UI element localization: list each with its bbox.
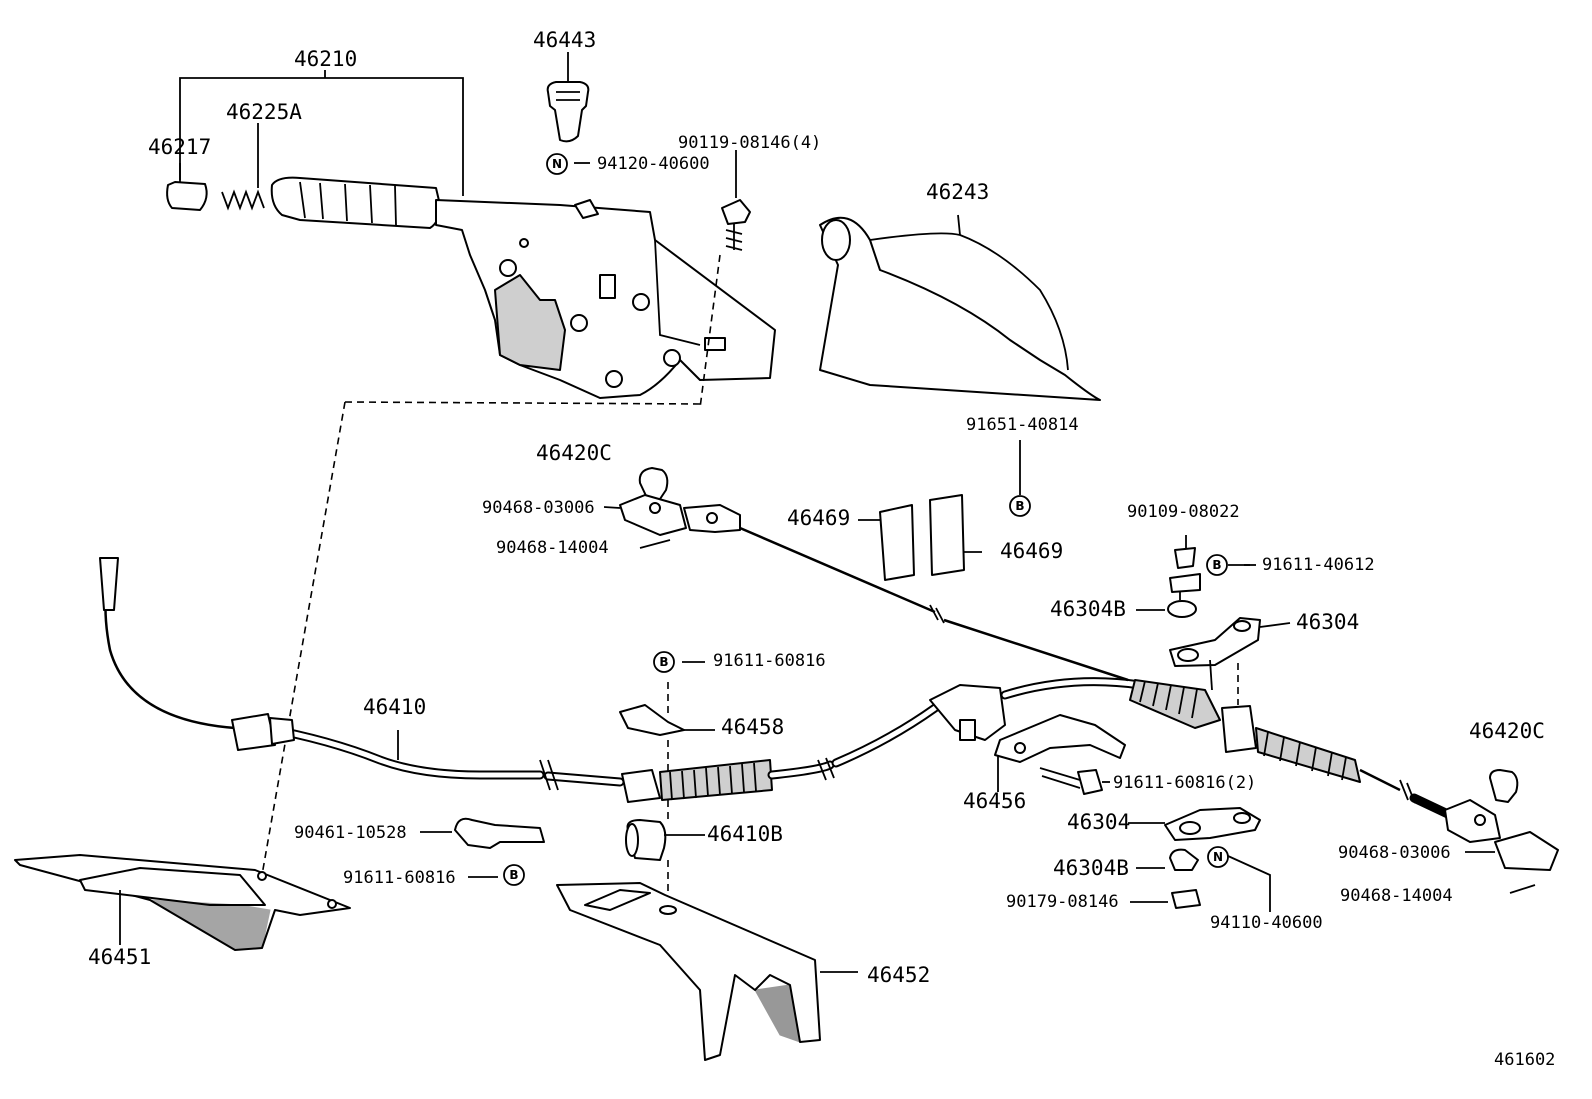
clamp-90461-10528: [420, 817, 545, 878]
label-46443: 46443: [533, 28, 596, 52]
label-46452: 46452: [867, 963, 930, 987]
diagram-id: 461602: [1494, 1050, 1555, 1070]
label-46469-right: 46469: [1000, 539, 1063, 563]
label-46210: 46210: [294, 47, 357, 71]
svg-text:B: B: [1015, 499, 1024, 513]
bracket-46452: [556, 882, 858, 1061]
bracket-46458: [619, 661, 715, 736]
label-90468-14004-rear: 90468-14004: [1340, 886, 1453, 906]
label-91651-40814: 91651-40814: [966, 415, 1079, 435]
parking-brake-lever-assembly: [166, 70, 776, 399]
mark-n-94110: N: [1207, 846, 1229, 868]
label-46410: 46410: [363, 695, 426, 719]
label-46451: 46451: [88, 945, 151, 969]
label-90468-03006-front: 90468-03006: [482, 498, 595, 518]
label-46217: 46217: [148, 135, 211, 159]
label-46410B: 46410B: [707, 822, 783, 846]
bracket-46304-upper: [1136, 535, 1291, 667]
mark-b-91611-40612: B: [1206, 554, 1228, 576]
label-46456: 46456: [963, 789, 1026, 813]
mark-b-91611-60816-lower: B: [503, 864, 525, 886]
label-90461-10528: 90461-10528: [294, 823, 407, 843]
label-90119-08146: 90119-08146(4): [678, 133, 821, 153]
label-46420C-rear: 46420C: [1469, 719, 1545, 743]
svg-text:N: N: [1213, 850, 1223, 864]
bracket-46304-lower: [1128, 807, 1271, 912]
label-91611-60816-upper: 91611-60816: [713, 651, 826, 671]
mark-n-94120: N: [546, 153, 568, 175]
bracket-46456: [994, 714, 1126, 792]
label-46304-lower: 46304: [1067, 810, 1130, 834]
rear-cable-and-equalizer: [739, 526, 1455, 820]
label-94120-40600: 94120-40600: [597, 154, 710, 174]
mark-b-91611-60816: B: [653, 651, 675, 673]
label-91611-60816-2: 91611-60816(2): [1113, 773, 1256, 793]
lever-knob-group: [546, 52, 751, 409]
label-90468-14004-front: 90468-14004: [496, 538, 609, 558]
label-46304B-upper: 46304B: [1050, 597, 1126, 621]
floor-plate-46451: [14, 854, 351, 951]
bolt-91611-60816-2: [1039, 767, 1110, 795]
label-46458: 46458: [721, 715, 784, 739]
label-90468-03006-rear: 90468-03006: [1338, 843, 1451, 863]
label-46225A: 46225A: [226, 100, 302, 124]
cable-end-clip-front: [603, 467, 741, 549]
label-91611-60816-lower: 91611-60816: [343, 868, 456, 888]
label-46304B-lower: 46304B: [1053, 856, 1129, 880]
label-94110-40600: 94110-40600: [1210, 913, 1323, 933]
label-91611-40612: 91611-40612: [1262, 555, 1375, 575]
svg-text:B: B: [659, 655, 668, 669]
clips-46469: [858, 494, 982, 581]
svg-text:B: B: [509, 868, 518, 882]
mark-b-91651: B: [1009, 495, 1031, 517]
label-46304-upper: 46304: [1296, 610, 1359, 634]
svg-text:N: N: [552, 157, 562, 171]
cable-end-clip-rear: [1444, 769, 1559, 894]
label-46243: 46243: [926, 180, 989, 204]
label-46469-left: 46469: [787, 506, 850, 530]
front-cable-46410: [99, 557, 940, 803]
svg-text:B: B: [1212, 558, 1221, 572]
label-90179-08146: 90179-08146: [1006, 892, 1119, 912]
label-46420C-front: 46420C: [536, 441, 612, 465]
grommet-46410B: [625, 819, 705, 861]
label-90109-08022: 90109-08022: [1127, 502, 1240, 522]
lever-boot: [819, 214, 1101, 401]
